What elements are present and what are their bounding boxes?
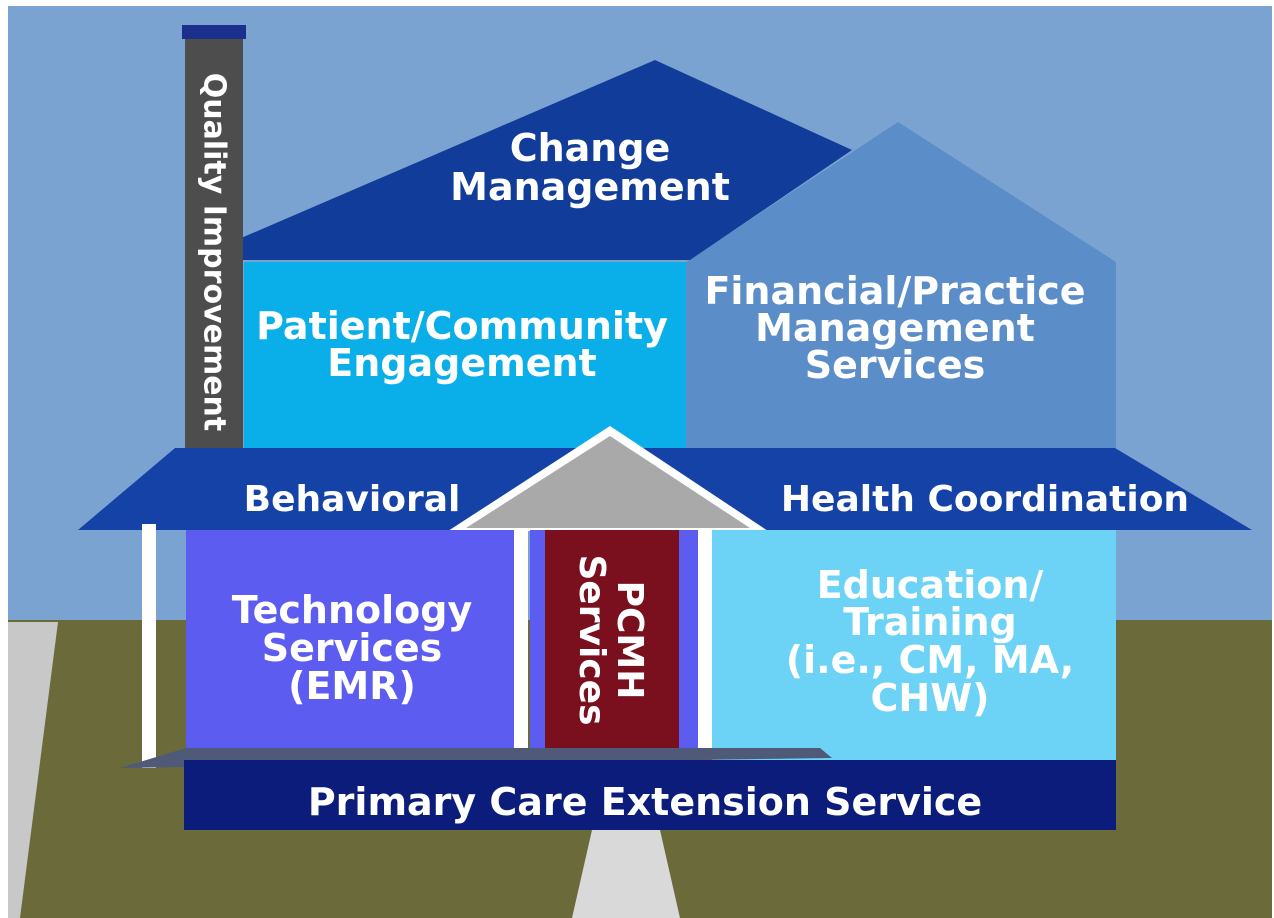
right-room bbox=[686, 122, 1116, 448]
left-room-line2: Engagement bbox=[327, 341, 596, 385]
right-room-line1: Financial/Practice bbox=[704, 269, 1085, 313]
front-path bbox=[572, 830, 680, 918]
education-line3: (i.e., CM, MA, bbox=[786, 638, 1074, 682]
technology-room bbox=[186, 530, 514, 752]
pcmh-door bbox=[545, 530, 679, 750]
chimney-label: Quality Improvement bbox=[197, 73, 232, 432]
door-line1: PCMH bbox=[609, 581, 650, 700]
tech-line1: Technology bbox=[232, 588, 473, 632]
pillar-mid-right bbox=[698, 530, 712, 752]
band-left-label: Behavioral bbox=[244, 479, 461, 520]
education-line1: Education/ bbox=[817, 563, 1044, 607]
pillar-mid-left bbox=[514, 530, 528, 752]
education-room bbox=[712, 530, 1116, 760]
roof-title-line2: Management bbox=[450, 165, 730, 209]
roof-title-line1: Change bbox=[510, 126, 671, 170]
right-room-line3: Services bbox=[805, 343, 986, 387]
education-line2: Training bbox=[843, 600, 1017, 644]
tech-line3: (EMR) bbox=[288, 664, 416, 708]
foundation bbox=[184, 760, 1116, 830]
tech-line2: Services bbox=[262, 626, 443, 670]
left-path bbox=[8, 622, 58, 918]
porch-gable-fill bbox=[466, 436, 750, 528]
education-line4: CHW) bbox=[871, 676, 990, 720]
foundation-label: Primary Care Extension Service bbox=[308, 780, 982, 824]
chimney-cap bbox=[182, 25, 246, 39]
pillar-left bbox=[142, 524, 156, 768]
door-line2: Services bbox=[571, 554, 612, 725]
right-room-line2: Management bbox=[755, 306, 1035, 350]
band-right-label: Health Coordination bbox=[781, 479, 1189, 520]
chimney bbox=[185, 38, 243, 470]
left-room-line1: Patient/Community bbox=[256, 304, 668, 348]
change-management-roof bbox=[190, 60, 852, 260]
left-room bbox=[244, 262, 686, 448]
